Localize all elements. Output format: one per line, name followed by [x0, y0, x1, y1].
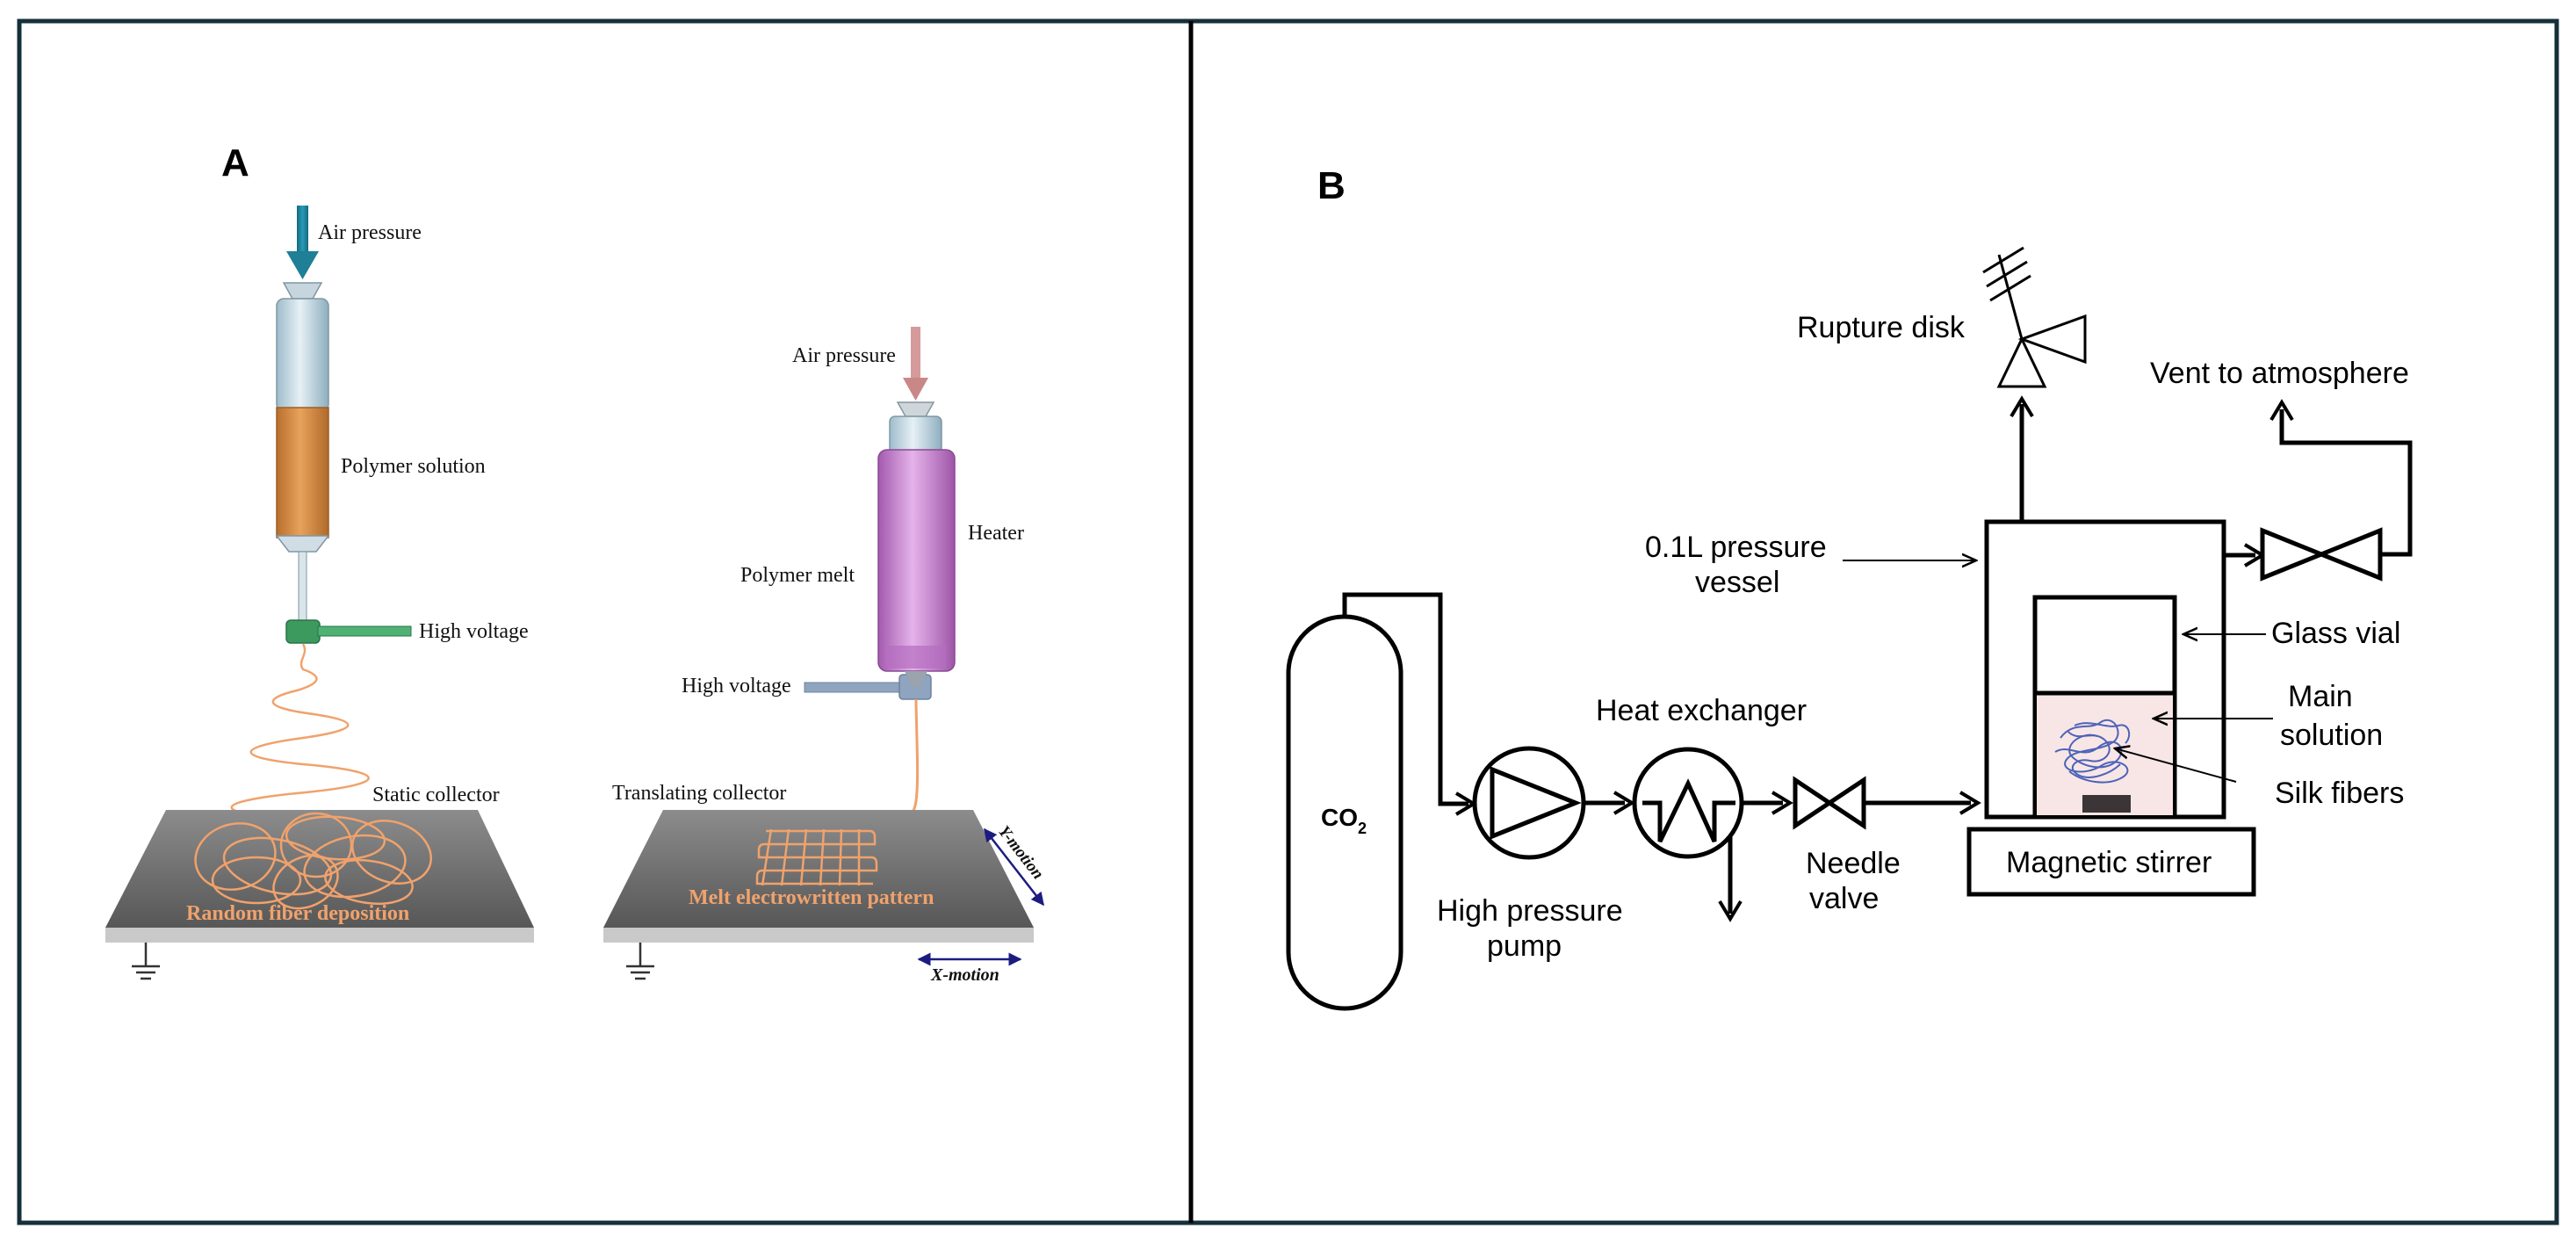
main-solution-label-line2: solution [2280, 719, 2383, 752]
needle-valve-label-line2: valve [1809, 882, 1879, 915]
rupture-disk-lower-triangle [1996, 336, 2047, 388]
syringe-needle [298, 551, 307, 621]
magnetic-stirrer-label: Magnetic stirrer [2006, 846, 2212, 879]
needle-valve-label-line1: Needle [1806, 847, 1901, 880]
vent-label: Vent to atmosphere [2150, 357, 2409, 390]
hv-wire-right [804, 682, 904, 693]
silk-fibers-label: Silk fibers [2275, 777, 2404, 810]
static-collector-plate [105, 810, 534, 928]
main-solution-label-line1: Main [2288, 680, 2353, 713]
polymer-solution-label: Polymer solution [341, 455, 486, 478]
arrow-to-hx [1613, 791, 1635, 815]
arrow-to-needle-valve [1771, 791, 1793, 815]
panel-a: A Air pressure Polymer solution High vol… [105, 141, 1047, 985]
vent-valve [2260, 527, 2383, 582]
high-voltage-clamp [285, 619, 321, 644]
main-solution [2037, 693, 2173, 815]
ground-icon-left [132, 943, 160, 980]
syringe-tip [275, 535, 330, 553]
heat-exchanger-coil [1642, 778, 1735, 843]
glass-vial-label: Glass vial [2271, 617, 2400, 650]
pattern-label: Melt electrowritten pattern [689, 886, 934, 909]
outer-frame [17, 18, 2559, 1225]
right-setup: Air pressure Heater Polymer melt High vo… [603, 327, 1047, 985]
air-pressure-arrow-head-right [903, 378, 928, 401]
random-fibers [194, 812, 433, 910]
static-collector-edge [105, 928, 534, 943]
silk-fibers-clump [2054, 719, 2131, 784]
rupture-disk-stem [1997, 254, 2024, 340]
air-pressure-arrow-head [286, 251, 319, 279]
pressure-vessel-label-line2: vessel [1695, 566, 1779, 599]
rupture-disk-arrow [2010, 395, 2034, 418]
air-pressure-label-left: Air pressure [318, 221, 422, 244]
random-deposition-label: Random fiber deposition [186, 902, 409, 925]
heater-lower [887, 646, 946, 668]
static-collector-label: Static collector [372, 784, 500, 806]
air-pressure-arrow-shaft [297, 206, 308, 255]
left-setup: Air pressure Polymer solution High volta… [105, 206, 534, 980]
arrow-to-vessel [1959, 791, 1981, 815]
heat-exchanger-label: Heat exchanger [1596, 694, 1807, 727]
translating-collector-plate [603, 810, 1034, 928]
panel-b-label: B [1317, 164, 1346, 207]
heater-jacket [877, 449, 956, 672]
vent-arrow [2269, 399, 2294, 422]
pump-label-line2: pump [1487, 929, 1562, 963]
panel-a-label: A [221, 141, 249, 184]
pump-label-line1: High pressure [1437, 894, 1623, 928]
high-voltage-label-right: High voltage [682, 675, 791, 697]
syringe-barrel-solution [276, 407, 329, 538]
stir-bar [2082, 795, 2131, 813]
hx-outlet-arrow [1718, 900, 1743, 922]
pressure-vessel-label-line1: 0.1L pressure [1645, 531, 1827, 564]
electrowritten-grid [755, 828, 878, 886]
panel-b: B CO2 High pressure pump Heat exchanger … [1286, 164, 2413, 1011]
polymer-melt-label: Polymer melt [740, 564, 855, 587]
syringe-barrel-empty [276, 298, 329, 412]
translating-collector-label: Translating collector [612, 782, 786, 805]
rupture-disk-label: Rupture disk [1797, 311, 1966, 344]
silk-fibers-pointer [2115, 748, 2237, 783]
co2-outlet-pipe [1342, 592, 1468, 806]
ground-icon-right [626, 943, 654, 980]
x-motion-label: X-motion [930, 965, 999, 985]
heater-label: Heater [968, 522, 1024, 545]
melt-nozzle [905, 671, 927, 687]
rupture-disk-hatch [1982, 246, 2031, 302]
magnetic-stirrer [1966, 827, 2256, 897]
co2-label: CO2 [1321, 804, 1367, 837]
rupture-disk-side-triangle [2017, 314, 2087, 365]
pump-triangle [1490, 766, 1582, 840]
high-voltage-label-left: High voltage [419, 620, 529, 643]
melt-syringe-flange [896, 401, 935, 417]
translating-collector-edge [603, 928, 1034, 943]
air-pressure-label-right: Air pressure [792, 344, 896, 367]
vent-pipe-up [2279, 409, 2413, 557]
air-pressure-arrow-shaft-right [911, 327, 920, 381]
high-voltage-wire [317, 625, 412, 637]
syringe-flange [282, 282, 323, 300]
needle-valve [1793, 776, 1866, 830]
y-motion-arrow [984, 827, 1044, 907]
